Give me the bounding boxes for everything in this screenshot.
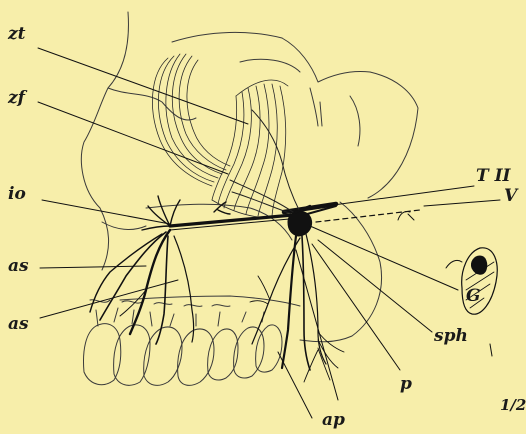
alveolar-nerves bbox=[90, 230, 194, 344]
label-zf: zf bbox=[8, 90, 25, 107]
label-as-upper: as bbox=[8, 258, 29, 275]
label-t-ii: T II bbox=[476, 168, 510, 185]
pointer-lines bbox=[38, 48, 500, 418]
label-scale: 1/2 bbox=[500, 398, 526, 413]
zygomatic-bone-hatched bbox=[152, 54, 288, 218]
palatine-nerves bbox=[250, 234, 344, 382]
label-io: io bbox=[8, 186, 26, 203]
label-v: V bbox=[504, 188, 517, 205]
label-sph: sph bbox=[434, 328, 468, 345]
label-g: G bbox=[466, 288, 481, 305]
zygomatic-nerves bbox=[230, 110, 300, 214]
label-zt: zt bbox=[8, 26, 26, 43]
trigeminal-connection bbox=[316, 210, 420, 222]
label-p: p bbox=[400, 376, 412, 393]
label-as-lower: as bbox=[8, 316, 29, 333]
label-ap: ap bbox=[322, 412, 345, 429]
